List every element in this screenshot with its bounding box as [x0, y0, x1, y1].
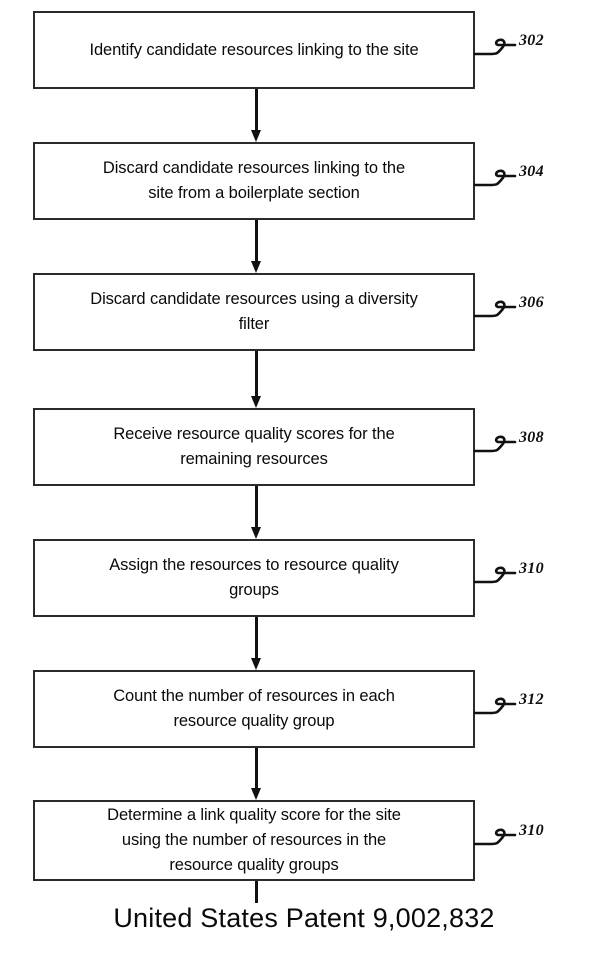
flowchart-step-label: Discard candidate resources using a dive…	[90, 290, 418, 333]
flowchart-step-label: Discard candidate resources linking to t…	[102, 159, 406, 202]
reference-number: 308	[519, 429, 544, 446]
flowchart-step-label: Assign the resources to resource quality…	[109, 556, 399, 599]
flow-arrow-down-icon	[251, 617, 262, 670]
arrow-shaft	[255, 486, 258, 528]
reference-leader: 310	[473, 560, 595, 594]
flow-arrow-down-icon	[251, 89, 262, 142]
arrow-head	[251, 261, 261, 273]
leader-hook-icon	[473, 828, 517, 846]
leader-hook-icon	[473, 38, 517, 56]
arrow-head	[251, 396, 261, 408]
figure-caption: United States Patent 9,002,832	[113, 903, 495, 933]
flowchart-step-box: Identify candidate resources linking to …	[33, 11, 475, 89]
reference-number: 310	[519, 822, 544, 839]
flow-arrow-down-icon	[251, 486, 262, 539]
arrow-head	[251, 527, 261, 539]
leader-hook-icon	[473, 566, 517, 584]
reference-leader: 312	[473, 691, 595, 725]
leader-hook-icon	[473, 300, 517, 318]
flowchart-step-label: Receive resource quality scores for the …	[113, 425, 395, 468]
reference-number: 312	[519, 691, 544, 708]
flowchart-step-label: Count the number of resources in each re…	[113, 687, 395, 730]
arrow-shaft	[255, 220, 258, 262]
flow-arrow-down-icon	[251, 748, 262, 800]
reference-leader: 302	[473, 32, 595, 66]
reference-leader: 304	[473, 163, 595, 197]
flowchart-step-box: Discard candidate resources linking to t…	[33, 142, 475, 220]
reference-leader: 306	[473, 294, 595, 328]
arrow-shaft	[255, 617, 258, 659]
flow-arrow-down-icon	[251, 220, 262, 273]
flowchart-step-box: Count the number of resources in each re…	[33, 670, 475, 748]
leader-hook-icon	[473, 435, 517, 453]
flow-arrow-down-icon	[251, 351, 262, 408]
flowchart-step-label: Determine a link quality score for the s…	[107, 806, 401, 874]
leader-hook-icon	[473, 697, 517, 715]
flowchart-step-box: Determine a link quality score for the s…	[33, 800, 475, 881]
reference-number: 302	[519, 32, 544, 49]
arrow-head	[251, 658, 261, 670]
reference-number: 306	[519, 294, 544, 311]
flow-tail-stub	[255, 881, 258, 903]
leader-hook-icon	[473, 169, 517, 187]
flowchart-step-box: Receive resource quality scores for the …	[33, 408, 475, 486]
arrow-head	[251, 788, 261, 800]
reference-leader: 308	[473, 429, 595, 463]
arrow-shaft	[255, 748, 258, 789]
reference-leader: 310	[473, 822, 595, 856]
arrow-shaft	[255, 351, 258, 397]
reference-number: 304	[519, 163, 544, 180]
flowchart-step-label: Identify candidate resources linking to …	[89, 40, 419, 59]
arrow-head	[251, 130, 261, 142]
flowchart-step-box: Assign the resources to resource quality…	[33, 539, 475, 617]
reference-number: 310	[519, 560, 544, 577]
arrow-shaft	[255, 89, 258, 131]
flowchart-step-box: Discard candidate resources using a dive…	[33, 273, 475, 351]
